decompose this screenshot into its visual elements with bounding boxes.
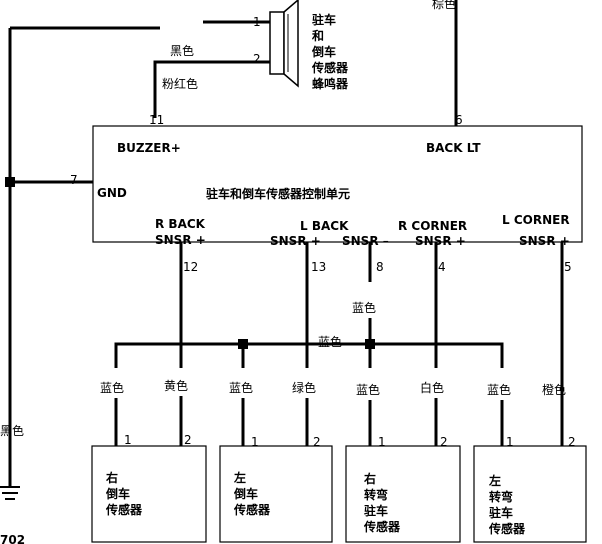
sensor-left-back: 1 2 左 倒车 传感器 (219, 435, 333, 543)
pin-number: 2 (184, 433, 192, 447)
wire-color-black: 黑色 (0, 424, 24, 438)
wire-color-black: 黑色 (170, 44, 194, 58)
splice-point (365, 339, 375, 349)
sensor-label-line: 左 (488, 473, 501, 488)
wire-color-blue: 蓝色 (100, 381, 124, 395)
pin-number: 4 (438, 260, 446, 274)
sensor-label-line: 驻车 (489, 505, 513, 520)
sensor-label-line: 倒车 (233, 486, 258, 501)
pin-name-l-corner: L CORNER (502, 213, 570, 227)
pin-number: 6 (455, 113, 463, 127)
sensor-box (219, 445, 333, 543)
sensor-common-bus (114, 342, 504, 368)
sensor-label-line: 传感器 (105, 502, 143, 517)
sensor-box (91, 445, 207, 543)
buzzer-pin1-label: 1 (253, 15, 261, 29)
splice-point (238, 339, 248, 349)
sensor-box (345, 445, 461, 543)
wire-color-blue: 蓝色 (356, 383, 380, 397)
pin-number: 1 (124, 433, 132, 447)
buzzer-pink-wire (153, 60, 270, 118)
pin-name-r-corner: R CORNER (398, 219, 467, 233)
pin-number: 1 (378, 435, 386, 449)
pin-number: 11 (149, 113, 164, 127)
sensor-label-line: 驻车 (364, 503, 388, 518)
pin-name-snsr-minus: SNSR – (342, 234, 389, 248)
sensor-label-line: 转弯 (364, 487, 388, 502)
ground-icon (0, 486, 20, 500)
pin-name-buzzer: BUZZER+ (117, 141, 181, 155)
pin-name-snsr: SNSR + (270, 234, 321, 248)
pin-name-gnd: GND (97, 186, 127, 200)
buzzer-pin2-label: 2 (253, 52, 261, 66)
wire-color-green: 绿色 (292, 380, 316, 395)
sensor-box (473, 445, 587, 543)
sensor-label-line: 转弯 (489, 489, 513, 504)
wire-color-blue: 蓝色 (318, 335, 342, 349)
wire-color-orange: 橙色 (542, 382, 566, 397)
pin-name-back-lt: BACK LT (426, 141, 481, 155)
pin-number: 7 (70, 173, 78, 187)
sensor-label-line: 左 (233, 470, 246, 485)
sensor-left-corner: 1 2 左 转弯 驻车 传感器 (473, 435, 587, 543)
pin-number: 1 (506, 435, 514, 449)
sensor-right-corner: 1 2 右 转弯 驻车 传感器 (345, 435, 461, 543)
pin-number: 13 (311, 260, 326, 274)
pin-name-snsr: SNSR + (415, 234, 466, 248)
wire-color-brown: 棕色 (432, 0, 456, 11)
sensor-label-line: 右 (363, 471, 376, 486)
buzzer-horn-icon (283, 0, 299, 88)
pin-name-snsr: SNSR + (519, 234, 570, 248)
buzzer-label-line: 倒车 (311, 44, 336, 59)
wire-color-blue: 蓝色 (229, 381, 253, 395)
ground-ref-label: 702 (0, 533, 25, 544)
wire-color-yellow: 黄色 (164, 379, 188, 393)
sensor-label-line: 传感器 (233, 502, 271, 517)
pin-name-l-back: L BACK (300, 219, 349, 233)
pin-number: 2 (313, 435, 321, 449)
sensor-label-line: 传感器 (363, 519, 401, 534)
pin-number: 2 (568, 435, 576, 449)
buzzer-label-line: 驻车 (312, 12, 336, 27)
pin-name-r-back: R BACK (155, 217, 206, 231)
control-unit-box (92, 125, 583, 243)
pin-name-snsr: SNSR + (155, 233, 206, 247)
buzzer-connector (269, 11, 285, 75)
pin-number: 12 (183, 260, 198, 274)
splice-point (5, 177, 15, 187)
sensor-label-line: 传感器 (488, 521, 526, 536)
buzzer-label-line: 和 (311, 28, 324, 43)
pin-number: 1 (251, 435, 259, 449)
pin-number: 8 (376, 260, 384, 274)
wire-color-pink: 粉红色 (162, 76, 198, 91)
control-unit-title: 驻车和倒车传感器控制单元 (206, 186, 350, 201)
pin-number: 2 (440, 435, 448, 449)
wire-color-blue: 蓝色 (487, 383, 511, 397)
buzzer-label-line: 蜂鸣器 (312, 76, 349, 91)
buzzer-label-line: 传感器 (311, 60, 349, 75)
sensor-right-back: 1 2 右 倒车 传感器 (91, 433, 207, 543)
wire-color-blue: 蓝色 (352, 301, 376, 315)
sensor-label-line: 倒车 (105, 486, 130, 501)
wire-color-white: 白色 (420, 380, 444, 395)
sensor-label-line: 右 (105, 470, 118, 485)
buzzer: 1 2 黑色 粉红色 驻车 和 倒车 传感器 蜂鸣器 (10, 0, 349, 118)
pin-number: 5 (564, 260, 572, 274)
